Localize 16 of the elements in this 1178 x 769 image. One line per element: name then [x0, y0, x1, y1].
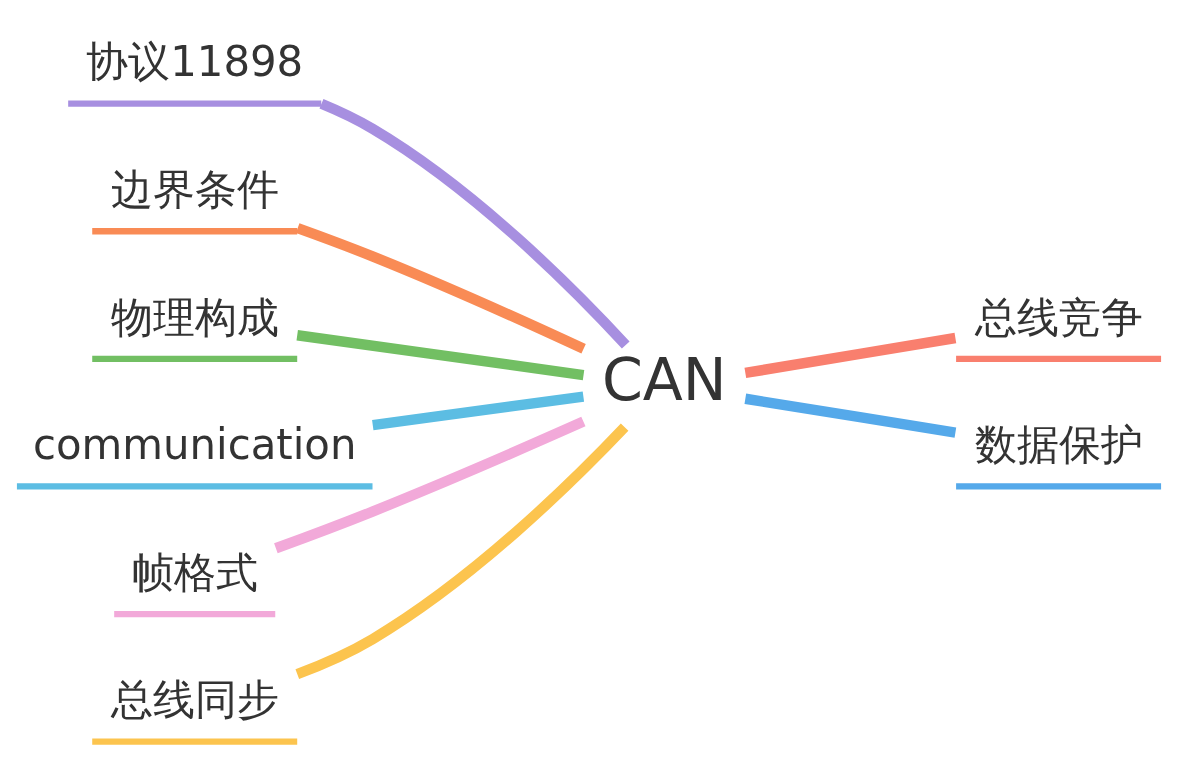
connector: [744, 393, 957, 438]
node-text: 边界条件: [110, 164, 279, 214]
connector: [295, 423, 629, 679]
node-text: 物理构成: [110, 292, 279, 342]
node-text: communication: [32, 419, 357, 469]
connector: [296, 329, 585, 380]
connector: [372, 391, 585, 430]
node-text: 协议11898: [86, 36, 304, 86]
node-text: CAN: [601, 345, 727, 414]
connector: [319, 98, 630, 349]
connector: [274, 416, 586, 553]
node-text: 总线竞争: [974, 292, 1143, 342]
node-text: 总线同步: [110, 674, 279, 724]
connector: [744, 332, 957, 378]
node-text: 数据保护: [974, 419, 1143, 469]
node-text: 帧格式: [131, 547, 258, 597]
